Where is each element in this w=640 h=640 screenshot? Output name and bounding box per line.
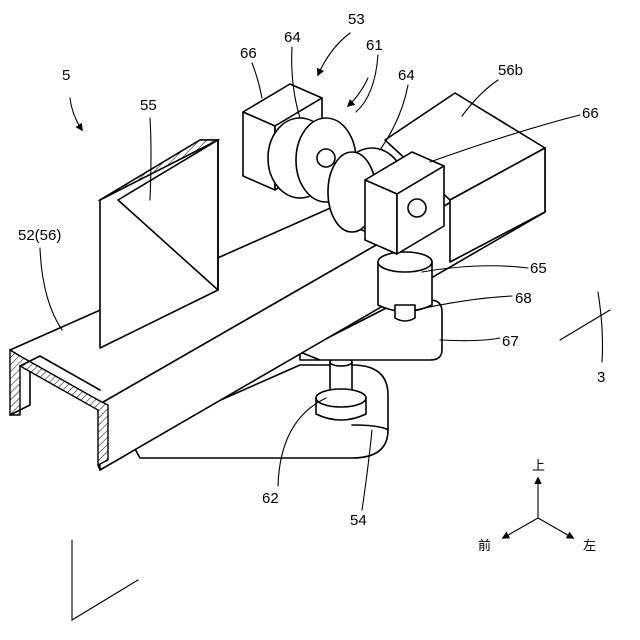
label-66-left: 66 [240, 45, 257, 62]
label-67: 67 [502, 333, 519, 350]
direction-left: 左 [583, 539, 596, 554]
direction-up: 上 [532, 459, 545, 474]
label-65: 65 [530, 260, 547, 277]
label-52-56: 52(56) [18, 227, 61, 244]
direction-front: 前 [478, 538, 491, 554]
label-53: 53 [348, 11, 365, 28]
label-68: 68 [515, 290, 532, 307]
label-61: 61 [366, 37, 383, 54]
label-66-right: 66 [582, 105, 599, 122]
label-56b: 56b [498, 62, 523, 79]
label-64-left: 64 [284, 29, 301, 46]
indicator-arrows [70, 33, 368, 130]
label-3: 3 [597, 369, 605, 386]
label-5: 5 [62, 67, 70, 84]
direction-indicator: 上 前 左 [478, 459, 596, 554]
label-64-right: 64 [398, 67, 415, 84]
label-55: 55 [140, 97, 157, 114]
label-54: 54 [350, 512, 367, 529]
label-62: 62 [262, 490, 279, 507]
